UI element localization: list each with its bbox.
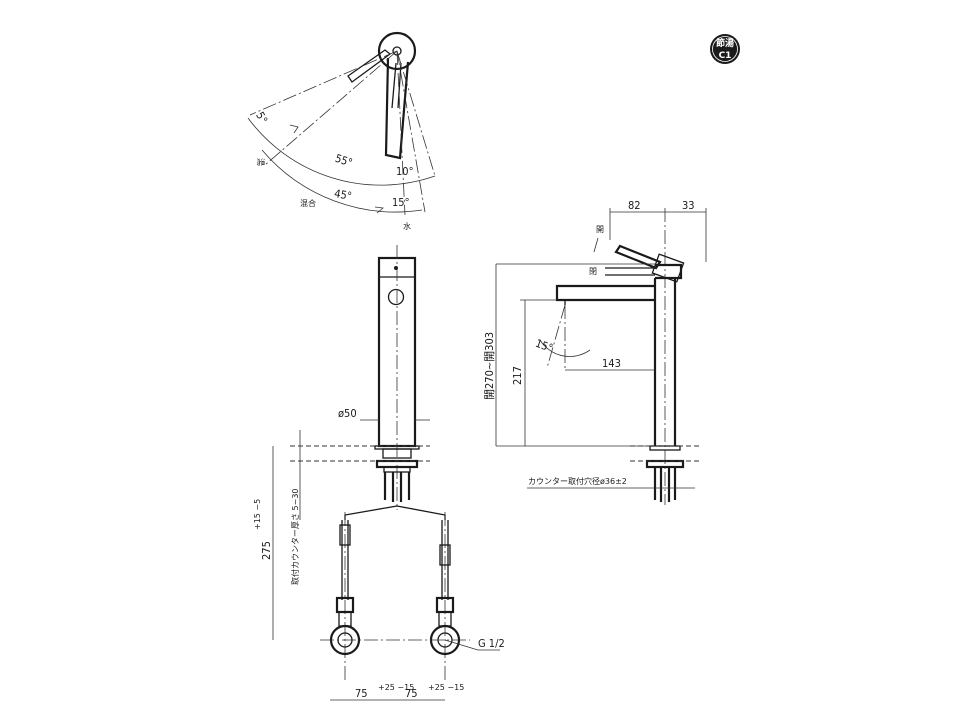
spout-angle-label: 15° — [534, 337, 555, 355]
angle-15-label: 15° — [392, 196, 410, 209]
side-view: 82 33 開 閉 開270~開303 217 15° 143 カウンター取付穴… — [483, 199, 707, 505]
counter-hole-label: カウンター取付穴径ø36±2 — [528, 476, 627, 486]
install-thickness-label: 取付カウンター厚さ 5~30 — [290, 488, 300, 585]
label-mix: 混合 — [300, 198, 316, 208]
badge-line1: 節湯 — [715, 37, 734, 49]
reach-143-label: 143 — [602, 357, 621, 370]
dim-left-tol: +25 −15 — [378, 683, 414, 692]
height-217-label: 217 — [511, 366, 524, 385]
height-range-label: 開270~開303 — [483, 332, 496, 400]
front-view: ø50 275 +15 −5 取付カウンター厚さ 5~30 75 +25 −15… — [253, 245, 505, 701]
angle-45-label: 45° — [333, 187, 353, 203]
angle-5-label: 5° — [253, 110, 270, 126]
dim-left-label: 75 — [355, 687, 368, 700]
angle-10-label: 10° — [396, 165, 414, 178]
dia-50-label: ø50 — [338, 407, 357, 420]
dim-right-label: 75 — [405, 687, 418, 700]
label-close: 閉 — [589, 267, 597, 276]
water-saving-badge: 節湯 C1 — [710, 34, 740, 64]
angle-55-label: 55° — [333, 152, 354, 170]
hose-length-tol: +15 −5 — [253, 499, 262, 530]
label-open: 開 — [596, 225, 604, 234]
label-water: 水 — [403, 221, 411, 231]
dim-82-label: 82 — [628, 199, 641, 212]
thread-label: G 1/2 — [478, 637, 505, 650]
label-hot: 湯 — [256, 158, 266, 166]
dim-right-tol: +25 −15 — [428, 683, 464, 692]
badge-line2: C1 — [719, 51, 732, 61]
dim-33-label: 33 — [682, 199, 695, 212]
top-view: 5° 湯 55° 10° 混合 45° 15° 水 — [247, 31, 436, 231]
hose-length-label: 275 — [260, 541, 273, 560]
